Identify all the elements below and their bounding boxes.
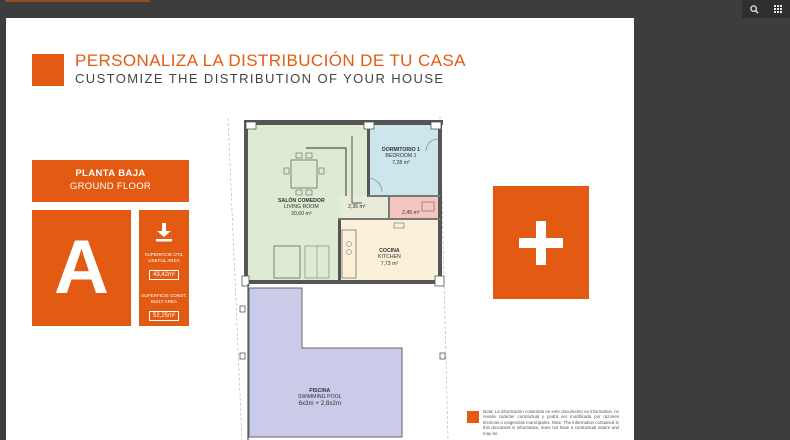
bedroom-name: DORMITORIO 1 <box>382 147 420 153</box>
kitchen-area-text: 7,73 m² <box>380 260 399 267</box>
kitchen-sub: KITCHEN <box>378 254 401 261</box>
house-type-letter: A <box>32 210 131 326</box>
living-room-area-ext <box>336 125 370 195</box>
kitchen-label: COCINA KITCHEN 7,73 m² <box>378 248 401 267</box>
bedroom-area-text: 7,28 m² <box>392 159 410 166</box>
pool-name: PISCINA <box>309 388 331 394</box>
title-accent-square <box>32 54 64 86</box>
hall-area-text: 2,36 m² <box>348 204 366 210</box>
useful-area-label: SUPERFICIE ÚTIL USEFUL AREA <box>144 252 184 263</box>
built-area-value: 52,25m² <box>148 311 179 321</box>
download-icon[interactable] <box>154 222 174 242</box>
page-subtitle: CUSTOMIZE THE DISTRIBUTION OF YOUR HOUSE <box>75 71 445 86</box>
pool-sub: SWIMMING POOL <box>298 394 342 401</box>
toolbar-actions <box>742 0 790 18</box>
kitchen-name: COCINA <box>379 248 400 254</box>
viewer-toolbar <box>0 0 790 18</box>
pool-area <box>249 288 402 437</box>
grid-icon <box>774 5 782 13</box>
area-stats-panel: SUPERFICIE ÚTIL USEFUL AREA 43,42m² SUPE… <box>139 210 189 326</box>
bedroom-area <box>370 125 438 197</box>
living-room-sub: LIVING ROOM <box>284 204 319 211</box>
add-customization-button[interactable] <box>493 186 589 299</box>
note-accent-square <box>467 411 479 423</box>
bedroom-label: DORMITORIO 1 BEDROOM 1 7,28 m² <box>382 147 420 166</box>
hall-area <box>340 195 390 220</box>
floor-plan <box>227 115 449 440</box>
pool-area-text: 6x3m + 2,8x2m <box>298 399 341 407</box>
grid-view-button[interactable] <box>766 0 790 18</box>
dining-table <box>290 159 318 189</box>
toolbar-accent-line <box>5 0 150 2</box>
sofa <box>273 245 301 279</box>
floor-label-en: GROUND FLOOR <box>69 181 152 192</box>
pool-label: PISCINA SWIMMING POOL 6x3m + 2,8x2m <box>298 388 342 407</box>
bathroom-label: 2,45 m² <box>402 210 420 216</box>
living-room-area-text: 20,60 m² <box>291 210 312 217</box>
bathroom-area-text: 2,45 m² <box>402 210 420 216</box>
plus-icon-vertical <box>536 221 546 265</box>
useful-area-value: 43,42m² <box>148 270 179 280</box>
search-icon <box>749 4 759 14</box>
document-page: PERSONALIZA LA DISTRIBUCIÓN DE TU CASA C… <box>6 18 634 440</box>
page-title: PERSONALIZA LA DISTRIBUCIÓN DE TU CASA <box>75 51 466 70</box>
kitchen-counter <box>341 229 357 279</box>
disclaimer-note: Nota: La información contenida en este d… <box>483 409 619 436</box>
living-room-name: SALÓN COMEDOR <box>278 198 325 204</box>
search-button[interactable] <box>742 0 766 18</box>
hall-label: 2,36 m² <box>348 204 366 210</box>
floor-label-es: PLANTA BAJA <box>75 168 146 179</box>
living-room-label: SALÓN COMEDOR LIVING ROOM 20,60 m² <box>278 198 325 217</box>
bedroom-sub: BEDROOM 1 <box>385 153 417 160</box>
built-area-label: SUPERFICIE CONST. BUILT AREA <box>141 293 187 304</box>
floor-label: PLANTA BAJA GROUND FLOOR <box>32 160 189 202</box>
